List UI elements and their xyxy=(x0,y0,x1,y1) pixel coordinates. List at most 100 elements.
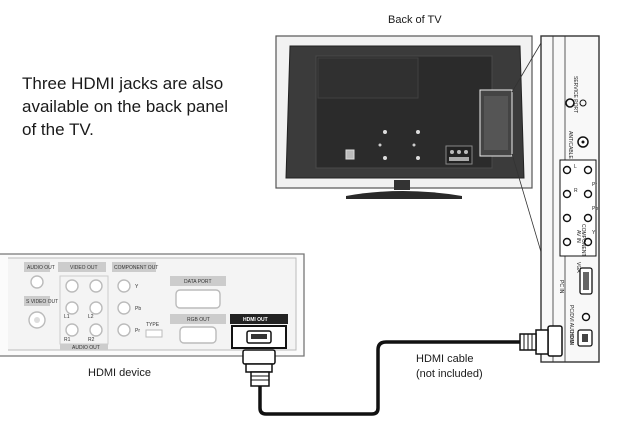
comp-pb-label: Pb xyxy=(135,306,141,312)
callout-line xyxy=(511,37,545,93)
tv-hdmi-jack-port xyxy=(582,334,588,342)
component-y-out-jack[interactable] xyxy=(117,279,131,293)
device-plug-head[interactable] xyxy=(242,349,276,365)
component-y-jack[interactable] xyxy=(583,237,593,247)
tv-screw xyxy=(412,143,416,147)
audio-l2-jack[interactable] xyxy=(89,301,103,315)
rgb-out-badge xyxy=(170,314,226,324)
av-in-label: AV IN xyxy=(575,230,581,243)
tv-plug-head[interactable] xyxy=(547,325,563,357)
component-label: COMPONENT xyxy=(580,224,586,257)
s-video-badge xyxy=(24,296,50,306)
tv-jack-cluster xyxy=(445,145,473,165)
service-port-indicator xyxy=(579,99,587,107)
tv-stand-base xyxy=(346,191,462,199)
component-pr-out-jack[interactable] xyxy=(117,323,131,337)
rgb-out-label: RGB OUT xyxy=(187,317,210,323)
av-in-bottom-jack[interactable] xyxy=(562,237,572,247)
s-video-pins xyxy=(34,317,40,323)
data-port-badge xyxy=(170,276,226,286)
tv-side-terminal-inner xyxy=(484,96,508,150)
pc-dvi-audio-label: PC/DVI AUDIO IN xyxy=(568,305,574,345)
audio-out-2-badge xyxy=(60,344,108,350)
pc-in-label: PC IN xyxy=(558,280,564,294)
type-switch[interactable] xyxy=(145,329,163,338)
l1-label: L1 xyxy=(64,314,70,320)
vga-jack-pins xyxy=(583,272,589,290)
tv-screw xyxy=(383,156,387,160)
video-out-jack-2[interactable] xyxy=(89,279,103,293)
panel-pb-label: Pb xyxy=(592,206,598,212)
tv-jack-panel: SERVICE PORT ANT/CABLE L R Pr Pb Y AV IN… xyxy=(540,35,600,363)
tv-plug-body xyxy=(535,329,549,355)
comp-y-label: Y xyxy=(135,284,139,290)
panel-l-label: L xyxy=(574,164,577,170)
rgb-out-jack[interactable] xyxy=(179,326,217,344)
tv-screw xyxy=(378,143,382,147)
device-plug-strain-relief xyxy=(250,371,270,387)
audio-out-jack[interactable] xyxy=(30,275,44,289)
audio-l1-jack[interactable] xyxy=(65,301,79,315)
tv-stand-neck xyxy=(394,180,410,190)
audio-out-2-label: AUDIO OUT xyxy=(72,345,100,351)
data-port-jack[interactable] xyxy=(175,289,221,309)
component-out-badge xyxy=(112,262,156,272)
hdmi-cable xyxy=(242,325,563,416)
back-of-tv-title: Back of TV xyxy=(388,14,442,26)
s-video-out-label: S VIDEO OUT xyxy=(26,299,58,305)
hdmi-label: HDMI xyxy=(568,332,574,345)
tv-screw xyxy=(416,130,420,134)
pc-dvi-audio-jack[interactable] xyxy=(581,312,591,322)
component-out-label: COMPONENT OUT xyxy=(114,265,158,271)
ant-cable-label: ANT/CABLE xyxy=(567,131,573,159)
component-pb-jack[interactable] xyxy=(583,213,593,223)
panel-y-label: Y xyxy=(592,230,596,236)
audio-out-badge xyxy=(24,262,50,272)
hdmi-cable-label: HDMI cable (not included) xyxy=(416,352,483,382)
hdmi-device: AUDIO OUT S VIDEO OUT VIDEO OUT L1 L2 R1… xyxy=(0,253,305,357)
type-label: TYPE xyxy=(146,322,160,328)
panel-r-label: R xyxy=(574,188,578,194)
r2-label: R2 xyxy=(88,337,95,343)
av-in-l-jack[interactable] xyxy=(562,165,572,175)
av-in-r-jack[interactable] xyxy=(562,189,572,199)
l2-label: L2 xyxy=(88,314,94,320)
component-r-jack[interactable] xyxy=(583,165,593,175)
device-plug-body xyxy=(245,363,273,373)
video-out-label: VIDEO OUT xyxy=(70,265,98,271)
video-out-badge xyxy=(58,262,106,272)
callout-line xyxy=(511,153,545,263)
tv-screw xyxy=(416,156,420,160)
service-port-label: SERVICE PORT xyxy=(572,76,578,113)
hdmi-out-jack-port xyxy=(251,334,267,339)
component-pr-jack[interactable] xyxy=(583,189,593,199)
vga-label: VGA xyxy=(575,262,581,273)
tv-jack xyxy=(464,150,468,154)
component-pb-out-jack[interactable] xyxy=(117,301,131,315)
hdmi-device-label: HDMI device xyxy=(88,367,151,379)
tv-jack xyxy=(450,150,454,154)
intro-line-2: available on the back panel xyxy=(22,97,229,116)
av-in-video-jack[interactable] xyxy=(562,213,572,223)
ant-cable-pin xyxy=(581,140,585,144)
comp-pr-label: Pr xyxy=(135,328,140,334)
hdmi-out-badge xyxy=(230,314,288,324)
audio-r2-jack[interactable] xyxy=(89,323,103,337)
cable-label-line-2: (not included) xyxy=(416,368,483,380)
service-port-jack[interactable] xyxy=(565,98,575,108)
panel-pr-label: Pr xyxy=(592,182,597,188)
intro-line-3: of the TV. xyxy=(22,120,94,139)
tv-vent xyxy=(317,57,419,99)
tv-power-switch xyxy=(345,149,355,160)
audio-out-label: AUDIO OUT xyxy=(27,265,55,271)
hdmi-out-label: HDMI OUT xyxy=(243,317,268,323)
tv-back xyxy=(275,35,545,263)
data-port-label: DATA PORT xyxy=(184,279,212,285)
video-out-jack-1[interactable] xyxy=(65,279,79,293)
audio-r1-jack[interactable] xyxy=(65,323,79,337)
intro-text: Three HDMI jacks are also available on t… xyxy=(22,72,272,141)
tv-jack xyxy=(457,150,461,154)
tv-jack xyxy=(449,157,469,161)
cable-wire[interactable] xyxy=(258,340,520,416)
